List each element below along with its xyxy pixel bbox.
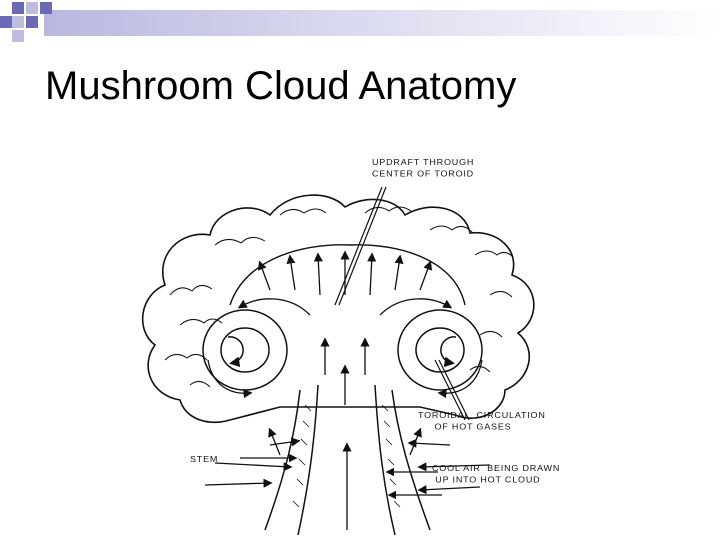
label-stem: STEM xyxy=(190,453,218,464)
decor-square xyxy=(26,16,38,28)
label-cool-air: COOL AIR BEING DRAWN UP INTO HOT CLOUD xyxy=(432,463,560,486)
left-toroid xyxy=(203,310,287,390)
right-toroid xyxy=(398,310,482,390)
gradient-bar xyxy=(44,10,720,36)
decor-square xyxy=(26,2,38,14)
decor-square xyxy=(12,30,24,42)
leader-lines xyxy=(240,187,469,495)
label-updraft: UPDRAFT THROUGH CENTER OF TOROID xyxy=(372,157,474,180)
decor-square xyxy=(12,16,24,28)
label-toroidal-circulation: TOROIDAL CIRCULATION OF HOT GASES xyxy=(418,410,546,433)
slide-title: Mushroom Cloud Anatomy xyxy=(45,64,516,109)
decor-square xyxy=(40,2,52,14)
decor-square xyxy=(0,16,12,28)
title-decoration xyxy=(0,0,720,50)
decor-square xyxy=(12,2,24,14)
outer-cloud xyxy=(143,195,534,422)
stem-arrows xyxy=(270,430,420,530)
